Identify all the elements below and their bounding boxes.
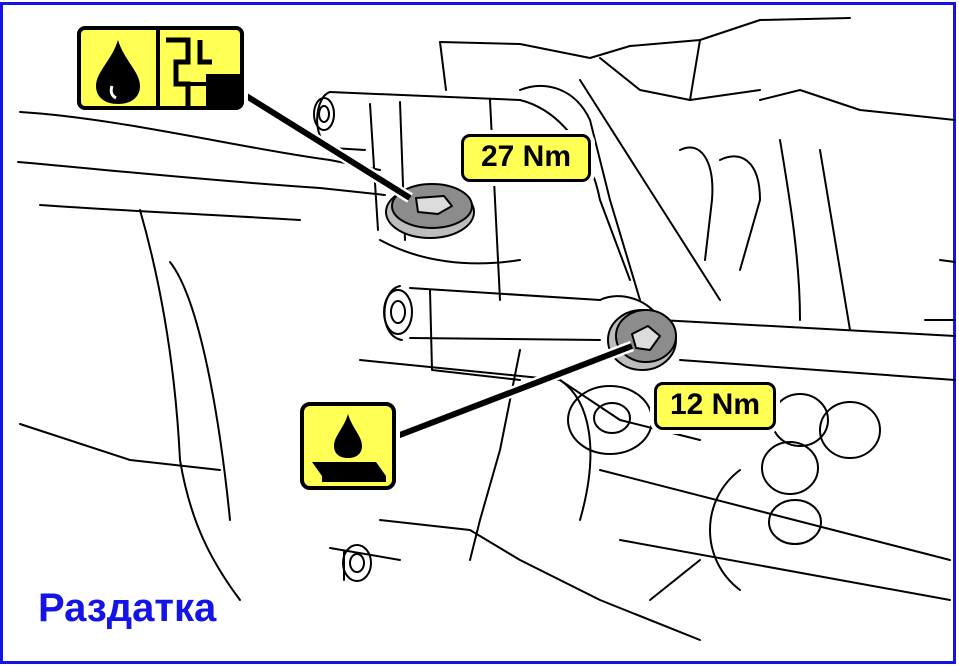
housing-drawing [17,17,956,641]
oil-drop-icon [96,40,140,104]
drop-icon [334,414,362,458]
torque-label-12nm: 12 Nm [654,382,776,430]
torque-label-27nm: 27 Nm [461,134,591,182]
diagram-caption: Раздатка [38,586,217,630]
fill-level-icon [166,37,240,106]
oil-fill-sealant-icon [73,22,248,114]
sealant-on-surface-icon [296,398,400,494]
leader-line-bottom-core [390,343,634,441]
leader-line-top-core [238,89,412,201]
